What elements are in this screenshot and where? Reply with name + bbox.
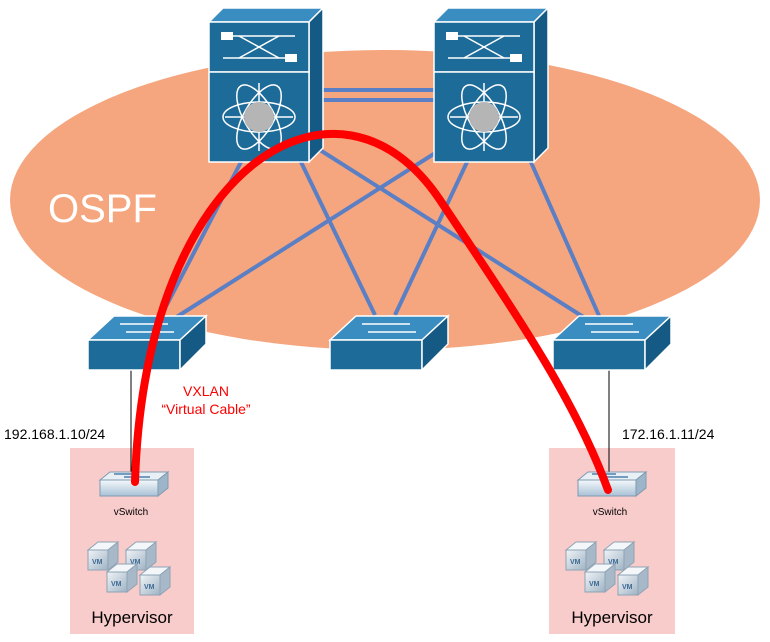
left-hypervisor-label: Hypervisor — [91, 608, 173, 627]
ospf-area — [10, 50, 760, 350]
vxlan-label: VXLAN — [183, 383, 229, 399]
left-ip-label: 192.168.1.10/24 — [4, 426, 105, 442]
vm-icon: VM — [86, 540, 120, 572]
right-hypervisor-label: Hypervisor — [571, 608, 653, 627]
vm-icon: VM — [616, 565, 650, 597]
virtual-cable-label: “Virtual Cable” — [161, 401, 251, 417]
link-spine2-leaf3 — [528, 159, 602, 319]
core-switch-icon — [207, 6, 325, 164]
link-spine1-leaf3 — [318, 148, 587, 320]
right-vm-cluster: VM VM VM VM — [564, 540, 650, 597]
vm-label: VM — [111, 581, 122, 588]
vm-icon: VM — [105, 562, 139, 594]
vm-label: VM — [144, 584, 155, 591]
vm-label: VM — [130, 559, 141, 566]
vm-label: VM — [608, 559, 619, 566]
vswitch-icon — [98, 470, 170, 498]
link-spine2-leaf1 — [173, 148, 442, 320]
vm-label: VM — [589, 581, 600, 588]
access-switch-icon — [551, 314, 673, 372]
core-switch-icon — [432, 6, 550, 164]
link-spine1-leaf2 — [298, 159, 377, 316]
vm-label: VM — [92, 559, 103, 566]
left-vswitch-label: vSwitch — [114, 507, 148, 518]
vm-label: VM — [570, 559, 581, 566]
link-spine2-leaf2 — [393, 159, 470, 316]
vxlan-tunnel-arc — [131, 129, 612, 494]
left-vm-cluster: VM VM VM VM — [86, 540, 172, 597]
right-ip-label: 172.16.1.11/24 — [622, 426, 715, 442]
right-vswitch-label: vSwitch — [593, 507, 627, 518]
access-switch-icon — [86, 314, 208, 372]
vm-label: VM — [622, 584, 633, 591]
access-switch-icon — [328, 314, 450, 372]
vswitch-icon — [576, 470, 648, 498]
ospf-label: OSPF — [48, 187, 157, 231]
vm-icon: VM — [564, 540, 598, 572]
vm-icon: VM — [583, 562, 617, 594]
vm-icon: VM — [138, 565, 172, 597]
